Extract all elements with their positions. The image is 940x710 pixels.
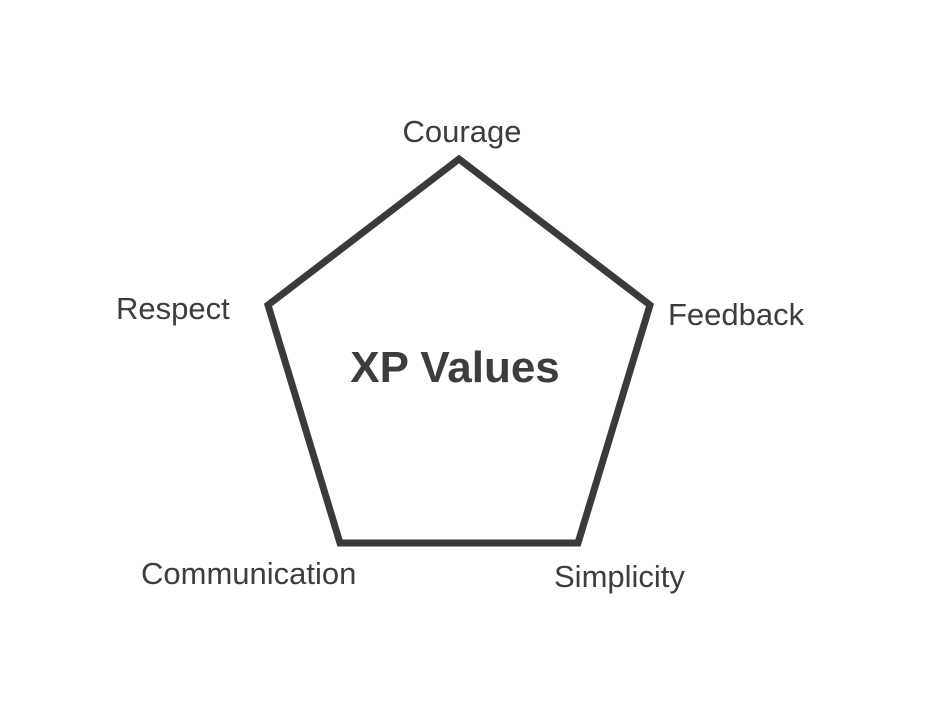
value-label-feedback: Feedback	[668, 297, 805, 332]
diagram-title: XP Values	[350, 343, 560, 392]
value-label-simplicity: Simplicity	[554, 559, 685, 594]
value-label-communication: Communication	[141, 556, 356, 591]
value-label-respect: Respect	[116, 291, 230, 326]
value-label-courage: Courage	[403, 114, 522, 149]
pentagon-shape	[263, 154, 655, 547]
